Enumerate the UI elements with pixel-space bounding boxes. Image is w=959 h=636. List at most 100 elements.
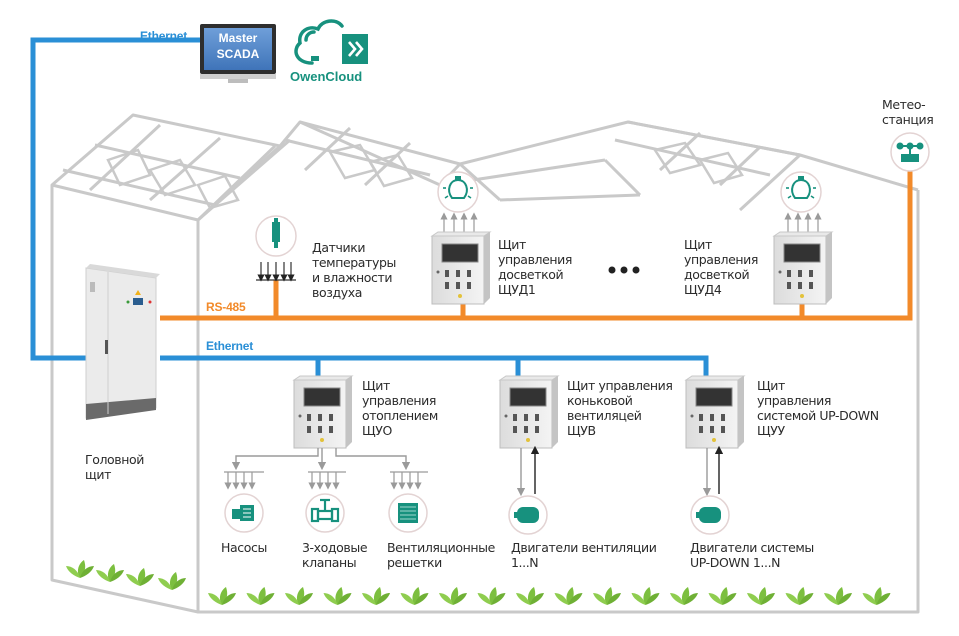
heating-panel-label: Щит управления отоплением ЩУО (362, 378, 438, 438)
plant-icon (246, 587, 275, 605)
sensors-line: воздуха (312, 285, 362, 300)
grilles-label: Вентиляционные решетки (387, 540, 495, 570)
lighting-panel-4-label: Щит управления досветкой ЩУД4 (684, 237, 758, 297)
weather-station-label: Метео- станция (882, 97, 934, 127)
plant-icon (158, 572, 186, 590)
updown-panel-cabinet (685, 375, 745, 449)
plant-icon (477, 587, 506, 605)
plant-icon (66, 560, 94, 578)
grille-icon (388, 493, 428, 533)
plant-icon (593, 587, 621, 605)
plant-icon (126, 568, 154, 586)
plant-icon (747, 587, 775, 605)
label-line: Метео- (882, 97, 926, 112)
label-line: клапаны (302, 555, 357, 570)
label-line: 3-ходовые (302, 540, 368, 555)
valves-label: 3-ходовые клапаны (302, 540, 368, 570)
monitor-icon (200, 24, 276, 83)
ethernet-label-top: Ethernet (140, 29, 188, 43)
lighting-panel-1-cabinet (431, 231, 491, 305)
label-line: Щит управления (567, 378, 673, 393)
scada-line-2: SCADA (216, 47, 260, 61)
label-line: управления (757, 393, 832, 408)
label-line: станция (882, 112, 934, 127)
head-panel-line-2: щит (85, 467, 111, 482)
plant-icon (862, 587, 891, 605)
label-line: ЩУУ (757, 423, 785, 438)
head-panel-label: Головной щит (85, 452, 144, 482)
lighting-panel-4-cabinet (773, 231, 833, 305)
label-line: управления (362, 393, 437, 408)
label-line: управления (498, 252, 573, 267)
cloud-icon (294, 19, 344, 65)
plant-icon (323, 587, 352, 605)
label-line: UP-DOWN 1...N (690, 555, 781, 570)
scada-line-1: Master (218, 31, 258, 45)
plant-icon (285, 587, 313, 605)
plant-icon (96, 564, 124, 582)
lightbulb-icon-1 (437, 171, 479, 213)
vent-panel-label: Щит управления коньковой вентиляцей ЩУВ (567, 378, 673, 438)
motor-icon-updown (690, 495, 730, 535)
rs485-label: RS-485 (206, 300, 246, 314)
label-line: отоплением (362, 408, 438, 423)
label-line: управления (684, 252, 759, 267)
plant-icon (208, 587, 236, 605)
pumps-label: Насосы (221, 540, 267, 555)
label-line: Двигатели вентиляции (511, 540, 657, 555)
owencloud-label[interactable]: OwenCloud (290, 69, 363, 84)
label-line: 1...N (511, 555, 539, 570)
motor-icon-vent (508, 495, 548, 535)
sensors-line: температуры (312, 255, 396, 270)
label-line: Вентиляционные (387, 540, 495, 555)
vent-motors-label: Двигатели вентиляции 1...N (511, 540, 657, 570)
plant-icon (708, 587, 737, 605)
sensors-line: Датчики (312, 240, 366, 255)
label-line: вентиляцей (567, 408, 642, 423)
master-scada-label[interactable]: Master SCADA (206, 30, 270, 62)
plant-icon (631, 587, 660, 605)
label-line: Двигатели системы (690, 540, 814, 555)
lighting-panel-1-label: Щит управления досветкой ЩУД1 (498, 237, 572, 297)
sensors-label: Датчики температуры и влажности воздуха (312, 240, 396, 300)
plant-icon (554, 587, 583, 605)
label-line: системой UP-DOWN (757, 408, 879, 423)
ethernet-line-top (30, 37, 207, 361)
label-line: коньковой (567, 393, 633, 408)
label-line: ЩУД4 (684, 282, 722, 297)
label-line: ЩУВ (567, 423, 596, 438)
plant-icon (400, 587, 429, 605)
plant-icon (670, 587, 698, 605)
lightbulb-icon-4 (780, 171, 822, 213)
plant-icon (362, 587, 390, 605)
ellipsis-dots (608, 266, 640, 274)
ethernet-bus (160, 355, 709, 382)
head-panel-line-1: Головной (85, 452, 145, 467)
label-line: Щит (362, 378, 390, 393)
weather-station-icon (890, 132, 930, 172)
plants-bottom (208, 587, 891, 605)
label-line: Щит (498, 237, 526, 252)
label-line: Щит (684, 237, 712, 252)
sensor-icon (255, 215, 297, 257)
plant-icon (824, 587, 852, 605)
ethernet-label-bus: Ethernet (206, 339, 254, 353)
label-line: досветкой (498, 267, 564, 282)
plant-icon (785, 587, 814, 605)
pump-icon (224, 493, 264, 533)
updown-panel-label: Щит управления системой UP-DOWN ЩУУ (757, 378, 879, 438)
rs485-bus (160, 170, 913, 321)
label-line: решетки (387, 555, 442, 570)
sensors-line: и влажности (312, 270, 393, 285)
plant-icon (439, 587, 467, 605)
vent-panel-cabinet (499, 375, 559, 449)
heating-panel-cabinet (293, 375, 353, 449)
plant-icon (516, 587, 544, 605)
label-line: Насосы (221, 540, 267, 555)
label-line: Щит (757, 378, 785, 393)
head-panel-cabinet (85, 264, 160, 420)
valve-icon (305, 493, 345, 533)
label-line: ЩУО (362, 423, 392, 438)
label-line: ЩУД1 (498, 282, 536, 297)
